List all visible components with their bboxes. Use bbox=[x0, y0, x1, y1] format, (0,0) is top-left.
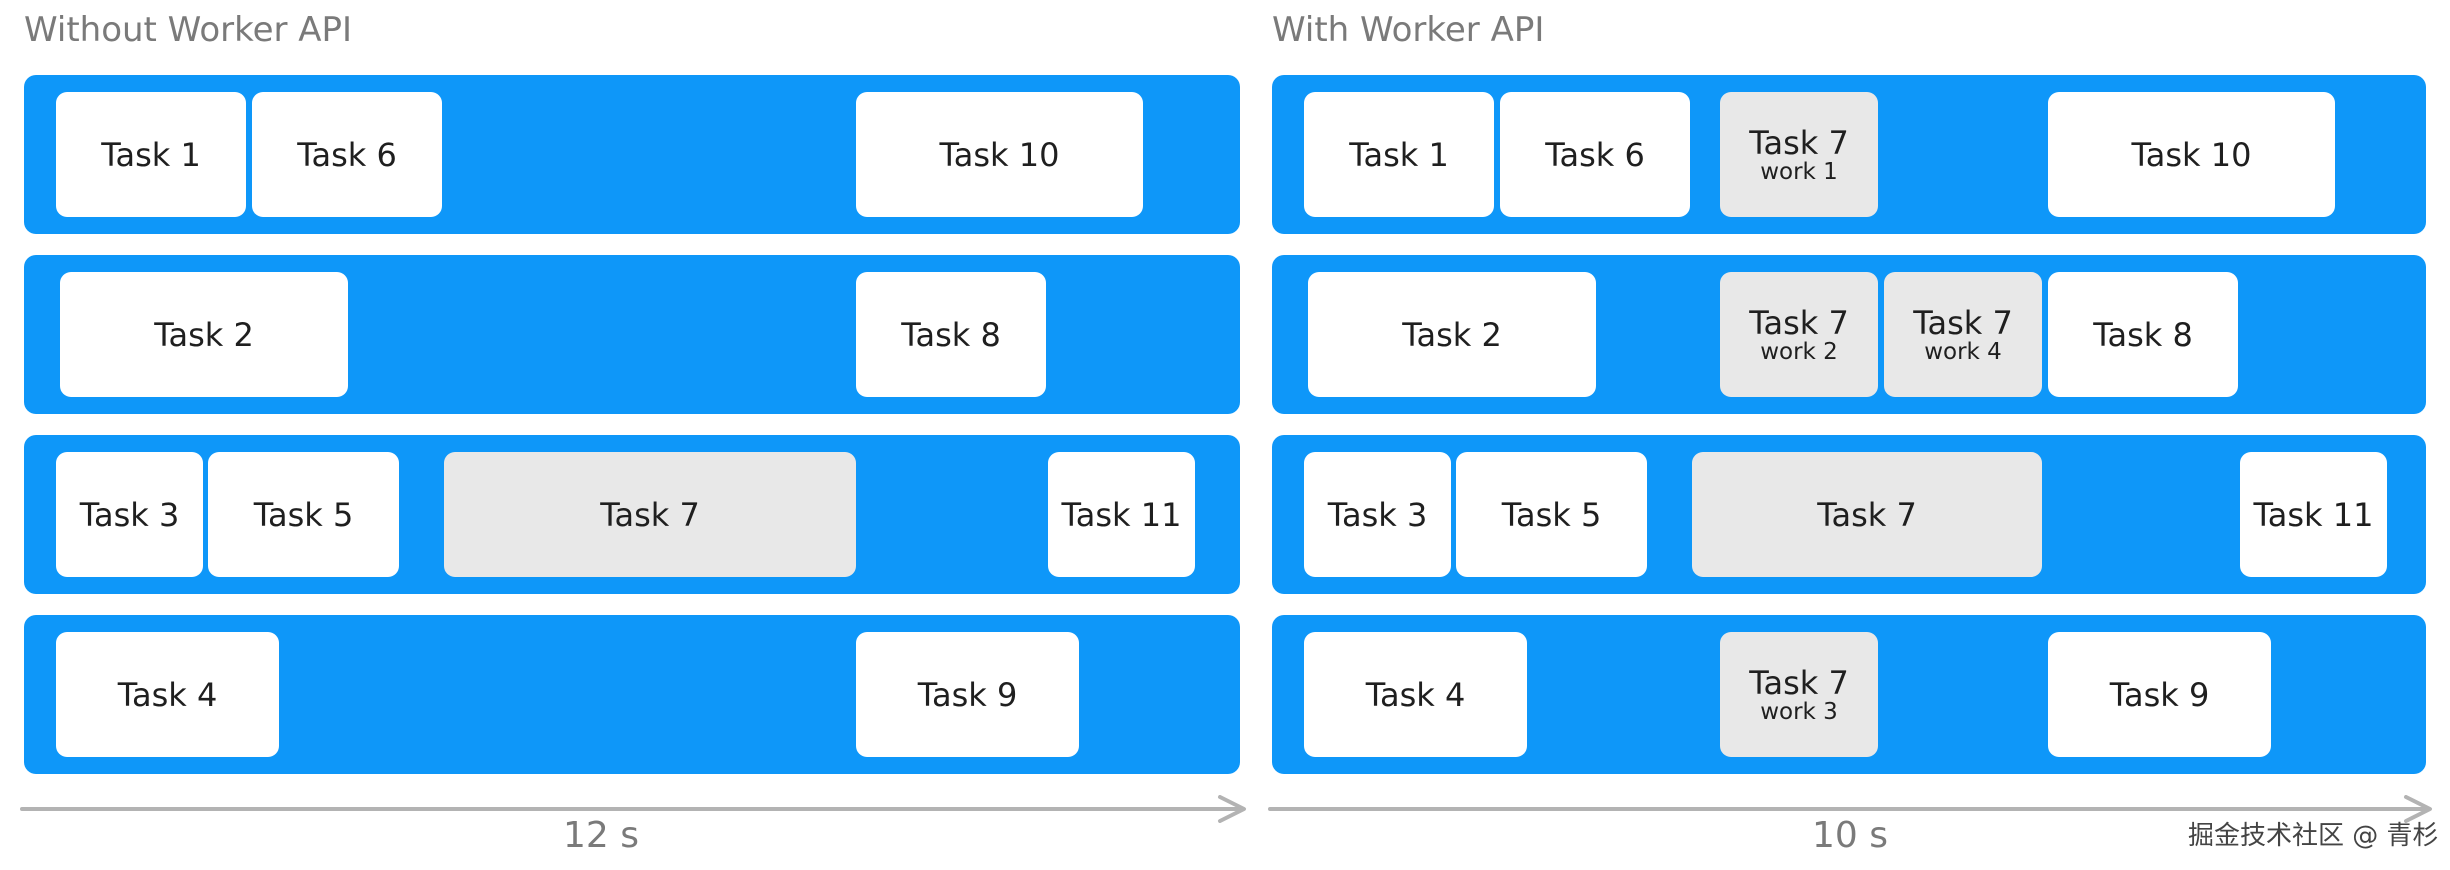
left-lane-3-task-1: Task 3 bbox=[56, 452, 203, 577]
left-lane-2-task-2: Task 8 bbox=[856, 272, 1046, 397]
task-sublabel: work 3 bbox=[1760, 698, 1838, 725]
task-label: Task 7 bbox=[1749, 303, 1849, 342]
left-lane-1-task-1: Task 1 bbox=[56, 92, 246, 217]
task-label: Task 6 bbox=[297, 135, 397, 174]
task-label: Task 4 bbox=[1365, 675, 1466, 714]
task-sublabel: work 2 bbox=[1760, 338, 1838, 365]
watermark: 掘金技术社区 @ 青杉 bbox=[2188, 821, 2439, 851]
right-lane-1-task-1: Task 1 bbox=[1304, 92, 1494, 217]
right-time-axis-arrow bbox=[1268, 795, 2432, 823]
task-label: Task 1 bbox=[101, 135, 201, 174]
task-label: Task 3 bbox=[79, 495, 180, 534]
task-label: Task 7 bbox=[600, 495, 700, 534]
right-lane-1: Task 1 Task 6 Task 7 work 1 Task 10 bbox=[1272, 75, 2426, 234]
right-lane-2: Task 2 Task 7 work 2 Task 7 work 4 Task … bbox=[1272, 255, 2426, 414]
task-label: Task 10 bbox=[939, 135, 1060, 174]
left-lane-1: Task 1 Task 6 Task 10 bbox=[24, 75, 1240, 234]
task-sublabel: work 1 bbox=[1760, 158, 1838, 185]
right-lane-4-task-3: Task 9 bbox=[2048, 632, 2271, 757]
left-lane-4-task-1: Task 4 bbox=[56, 632, 279, 757]
left-lane-1-task-2: Task 6 bbox=[252, 92, 442, 217]
task-label: Task 9 bbox=[917, 675, 1018, 714]
task-label: Task 5 bbox=[1501, 495, 1602, 534]
task-label: Task 5 bbox=[253, 495, 354, 534]
right-lane-1-task-3: Task 7 work 1 bbox=[1720, 92, 1878, 217]
right-lane-3: Task 3 Task 5 Task 7 Task 11 bbox=[1272, 435, 2426, 594]
right-lane-1-task-4: Task 10 bbox=[2048, 92, 2335, 217]
task-label: Task 7 bbox=[1913, 303, 2013, 342]
right-duration-label: 10 s bbox=[1811, 815, 1888, 856]
task-label: Task 2 bbox=[1402, 315, 1502, 354]
left-duration-label: 12 s bbox=[562, 815, 639, 856]
right-lane-2-task-4: Task 8 bbox=[2048, 272, 2238, 397]
task-label: Task 2 bbox=[154, 315, 254, 354]
right-lane-3-task-1: Task 3 bbox=[1304, 452, 1451, 577]
right-lane-4-task-1: Task 4 bbox=[1304, 632, 1527, 757]
task-label: Task 9 bbox=[2109, 675, 2210, 714]
task-label: Task 7 bbox=[1749, 123, 1849, 162]
right-lane-1-task-2: Task 6 bbox=[1500, 92, 1690, 217]
right-lane-3-task-3: Task 7 bbox=[1692, 452, 2042, 577]
task-label: Task 11 bbox=[2253, 495, 2374, 534]
right-lane-4-task-2: Task 7 work 3 bbox=[1720, 632, 1878, 757]
right-lane-3-task-2: Task 5 bbox=[1456, 452, 1647, 577]
left-panel-title: Without Worker API bbox=[24, 10, 353, 50]
left-lane-3-task-2: Task 5 bbox=[208, 452, 399, 577]
task-label: Task 7 bbox=[1749, 663, 1849, 702]
task-label: Task 11 bbox=[1061, 495, 1182, 534]
task-label: Task 8 bbox=[901, 315, 1001, 354]
task-label: Task 8 bbox=[2093, 315, 2193, 354]
task-label: Task 3 bbox=[1327, 495, 1428, 534]
right-lane-2-task-3: Task 7 work 4 bbox=[1884, 272, 2042, 397]
left-lane-4: Task 4 Task 9 bbox=[24, 615, 1240, 774]
left-lane-1-task-3: Task 10 bbox=[856, 92, 1143, 217]
task-sublabel: work 4 bbox=[1924, 338, 2002, 365]
right-panel-title: With Worker API bbox=[1272, 10, 1545, 50]
task-label: Task 7 bbox=[1817, 495, 1917, 534]
left-lane-4-task-2: Task 9 bbox=[856, 632, 1079, 757]
right-lane-3-task-4: Task 11 bbox=[2240, 452, 2387, 577]
left-lane-3: Task 3 Task 5 Task 7 Task 11 bbox=[24, 435, 1240, 594]
right-lane-2-task-2: Task 7 work 2 bbox=[1720, 272, 1878, 397]
left-lane-2: Task 2 Task 8 bbox=[24, 255, 1240, 414]
task-label: Task 4 bbox=[117, 675, 218, 714]
left-lane-3-task-4: Task 11 bbox=[1048, 452, 1195, 577]
left-lane-2-task-1: Task 2 bbox=[60, 272, 348, 397]
left-lane-3-task-3: Task 7 bbox=[444, 452, 856, 577]
right-lane-2-task-1: Task 2 bbox=[1308, 272, 1596, 397]
task-label: Task 6 bbox=[1545, 135, 1645, 174]
task-label: Task 1 bbox=[1349, 135, 1449, 174]
task-label: Task 10 bbox=[2131, 135, 2252, 174]
right-lane-4: Task 4 Task 7 work 3 Task 9 bbox=[1272, 615, 2426, 774]
left-time-axis-arrow bbox=[20, 795, 1246, 823]
